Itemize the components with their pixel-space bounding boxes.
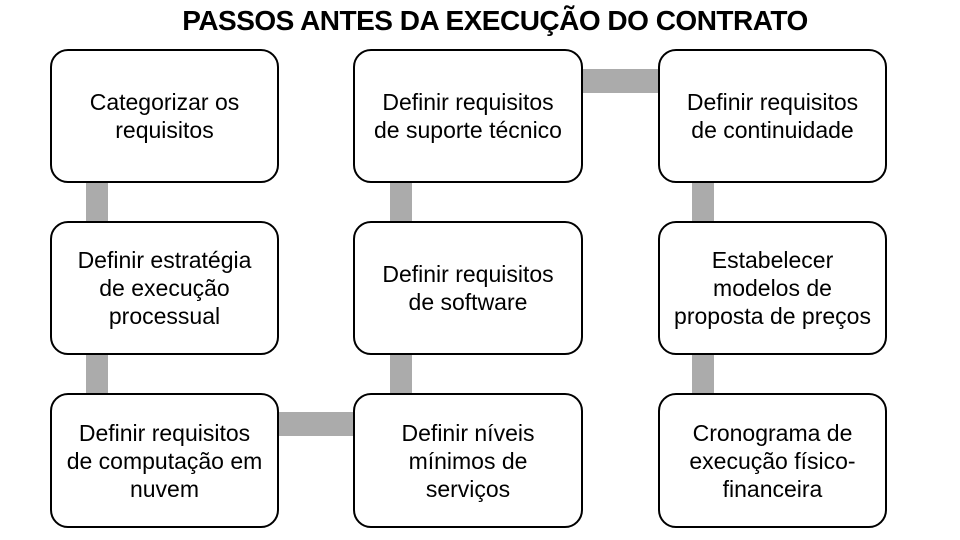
connector-step1-to-step4 (86, 179, 108, 225)
connector-step5-to-step2 (390, 179, 412, 225)
step-box-8-niveis-minimos-servicos: Definir níveis mínimos de serviços (353, 393, 583, 528)
step-box-1-categorizar-requisitos: Categorizar os requisitos (50, 49, 279, 183)
step-box-2-requisitos-suporte-tecnico: Definir requisitos de suporte técnico (353, 49, 583, 183)
connector-step4-to-step7 (86, 351, 108, 397)
connector-step3-to-step6 (692, 179, 714, 225)
step-box-7-requisitos-computacao-nuvem: Definir requisitos de computação em nuve… (50, 393, 279, 528)
connector-step8-to-step5 (390, 351, 412, 397)
connector-step2-to-step3 (579, 69, 662, 93)
step-box-6-modelos-proposta-precos: Estabelecer modelos de proposta de preço… (658, 221, 887, 355)
step-box-5-requisitos-software: Definir requisitos de software (353, 221, 583, 355)
page-title: PASSOS ANTES DA EXECUÇÃO DO CONTRATO (182, 5, 808, 36)
connector-step7-to-step8 (275, 412, 357, 436)
step-box-9-cronograma-fisico-financeira: Cronograma de execução físico- financeir… (658, 393, 887, 528)
connector-step6-to-step9 (692, 351, 714, 397)
step-box-3-requisitos-continuidade: Definir requisitos de continuidade (658, 49, 887, 183)
step-box-4-estrategia-execucao-processual: Definir estratégia de execução processua… (50, 221, 279, 355)
